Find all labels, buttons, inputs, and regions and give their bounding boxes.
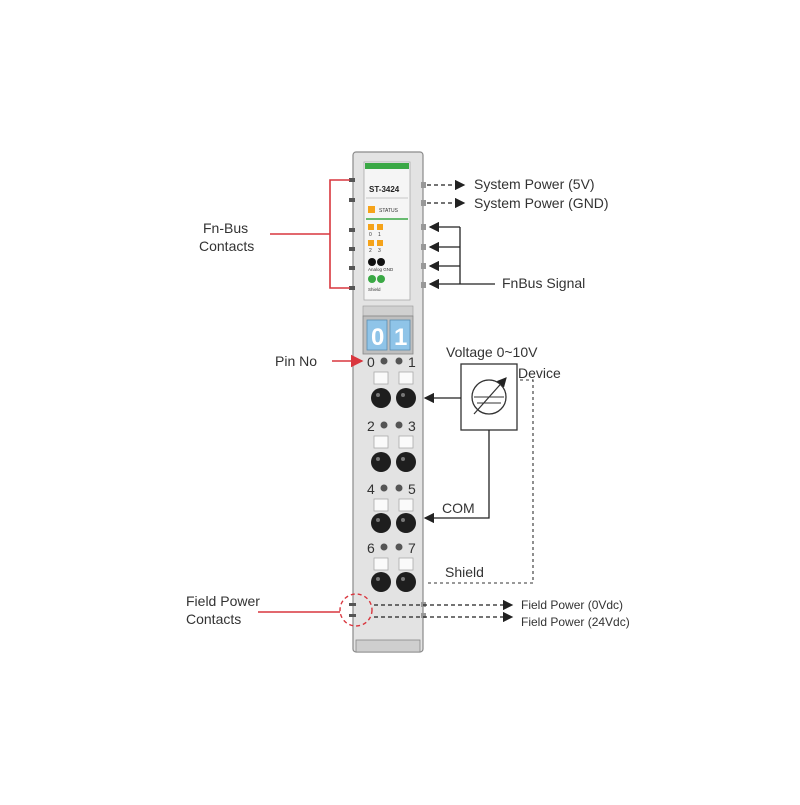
- device-wiring: [423, 392, 490, 524]
- status-label: STATUS: [379, 208, 399, 214]
- ch2-label: 2: [369, 248, 372, 254]
- display-digit-0: 0: [371, 324, 384, 351]
- shield-module-label: Shield: [368, 287, 381, 292]
- fn-bus-label-1: Fn-Bus: [203, 220, 248, 236]
- ch0-label: 0: [369, 232, 372, 238]
- shield-line: [425, 379, 534, 584]
- pin-no-label: Pin No: [275, 353, 317, 369]
- ch1-label: 1: [378, 232, 381, 238]
- ch1-led: [377, 224, 383, 230]
- analog-gnd-dot-2: [377, 258, 385, 266]
- shield-dot-1: [368, 275, 376, 283]
- pin-number-7: 7: [408, 540, 416, 556]
- display-digit-1: 1: [394, 324, 407, 351]
- system-power-5v-label: System Power (5V): [474, 176, 595, 192]
- pin-number-5: 5: [408, 481, 416, 497]
- shield-label: Shield: [445, 564, 484, 580]
- ch2-led: [368, 240, 374, 246]
- field-power-highlight: [339, 593, 373, 627]
- device-label: Device: [518, 365, 561, 381]
- shield-dot-2: [377, 275, 385, 283]
- analog-gnd-label: Analog GND: [368, 267, 394, 272]
- module-model: ST-3424: [369, 185, 400, 194]
- pin-number-1: 1: [408, 354, 416, 370]
- com-label: COM: [442, 500, 475, 516]
- field-power-0v-label: Field Power (0Vdc): [521, 598, 623, 612]
- pin-number-0: 0: [367, 354, 375, 370]
- fnbus-signal-lines: [428, 221, 495, 290]
- field-power-24v-label: Field Power (24Vdc): [521, 615, 630, 629]
- pin-number-4: 4: [367, 481, 375, 497]
- status-panel: ST-3424 STATUS 0 1 2 3 Analog GND Shield: [363, 161, 411, 301]
- system-power-arrows: [427, 179, 466, 209]
- pin-number-3: 3: [408, 418, 416, 434]
- fn-bus-callout: [270, 179, 350, 289]
- pin-number-2: 2: [367, 418, 375, 434]
- ch3-led: [377, 240, 383, 246]
- system-power-gnd-label: System Power (GND): [474, 195, 609, 211]
- fn-bus-label-2: Contacts: [199, 238, 254, 254]
- status-led: [368, 206, 375, 213]
- ch0-led: [368, 224, 374, 230]
- fnbus-signal-label: FnBus Signal: [502, 275, 585, 291]
- terminal-block: 0 1 2 3 4 5 6 7: [349, 354, 426, 618]
- voltage-device-symbol: [460, 363, 518, 431]
- ch3-label: 3: [378, 248, 381, 254]
- voltage-label: Voltage 0~10V: [446, 344, 538, 360]
- field-power-label-1: Field Power: [186, 593, 260, 609]
- pin-number-6: 6: [367, 540, 375, 556]
- field-power-arrows: [374, 599, 514, 623]
- analog-gnd-dot-1: [368, 258, 376, 266]
- field-power-label-2: Contacts: [186, 611, 241, 627]
- channel-display: 0 1: [362, 305, 414, 355]
